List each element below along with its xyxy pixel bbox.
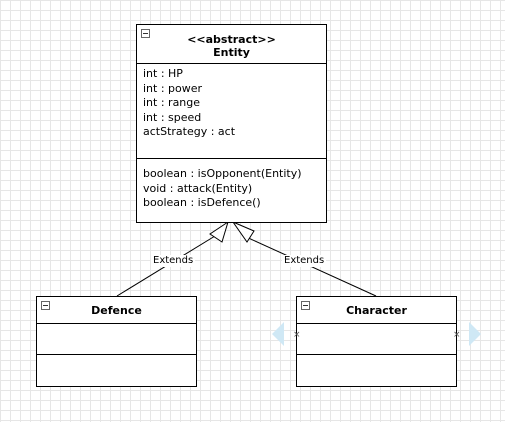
collapse-icon[interactable] bbox=[41, 301, 50, 310]
method-is-opponent[interactable]: boolean : isOpponent(Entity) bbox=[143, 167, 302, 180]
defence-class[interactable]: Defence bbox=[36, 296, 197, 387]
connection-point-left-icon[interactable]: × bbox=[293, 330, 301, 340]
entity-class[interactable]: <<abstract>> Entity int : HP int : power… bbox=[136, 24, 327, 223]
collapse-icon[interactable] bbox=[141, 29, 150, 38]
attribute-hp[interactable]: int : HP bbox=[143, 67, 183, 80]
character-methods-section[interactable] bbox=[297, 355, 456, 386]
attribute-act[interactable]: actStrategy : act bbox=[143, 125, 236, 138]
character-extends-label[interactable]: Extends bbox=[282, 255, 327, 267]
defence-attributes-section[interactable] bbox=[37, 324, 196, 355]
character-class-header[interactable]: Character bbox=[297, 297, 456, 324]
defence-class-name: Defence bbox=[91, 304, 142, 317]
entity-stereotype: <<abstract>> bbox=[187, 33, 276, 46]
entity-class-name: Entity bbox=[213, 46, 250, 59]
defence-extends-label[interactable]: Extends bbox=[151, 255, 196, 267]
attribute-range[interactable]: int : range bbox=[143, 96, 201, 109]
character-class[interactable]: Character bbox=[296, 296, 457, 387]
method-attack[interactable]: void : attack(Entity) bbox=[143, 181, 253, 195]
entity-class-header[interactable]: <<abstract>> Entity bbox=[137, 25, 326, 64]
character-attributes-section[interactable] bbox=[297, 324, 456, 355]
resize-left-arrow-icon[interactable] bbox=[272, 322, 284, 346]
defence-extends-arrowhead bbox=[209, 220, 229, 243]
defence-class-header[interactable]: Defence bbox=[37, 297, 196, 324]
entity-attributes-section[interactable]: int : HP int : power int : range int : s… bbox=[137, 64, 326, 159]
defence-methods-section[interactable] bbox=[37, 355, 196, 386]
connection-point-right-icon[interactable]: × bbox=[453, 330, 461, 340]
method-is-defence[interactable]: boolean : isDefence() bbox=[143, 196, 261, 209]
attribute-speed[interactable]: int : speed bbox=[143, 110, 202, 124]
attribute-power[interactable]: int : power bbox=[143, 81, 203, 95]
collapse-icon[interactable] bbox=[301, 301, 310, 310]
character-extends-arrowhead bbox=[231, 220, 255, 243]
entity-methods-section[interactable]: boolean : isOpponent(Entity) void : atta… bbox=[137, 159, 326, 214]
character-class-name: Character bbox=[346, 304, 407, 317]
resize-right-arrow-icon[interactable] bbox=[469, 322, 481, 346]
